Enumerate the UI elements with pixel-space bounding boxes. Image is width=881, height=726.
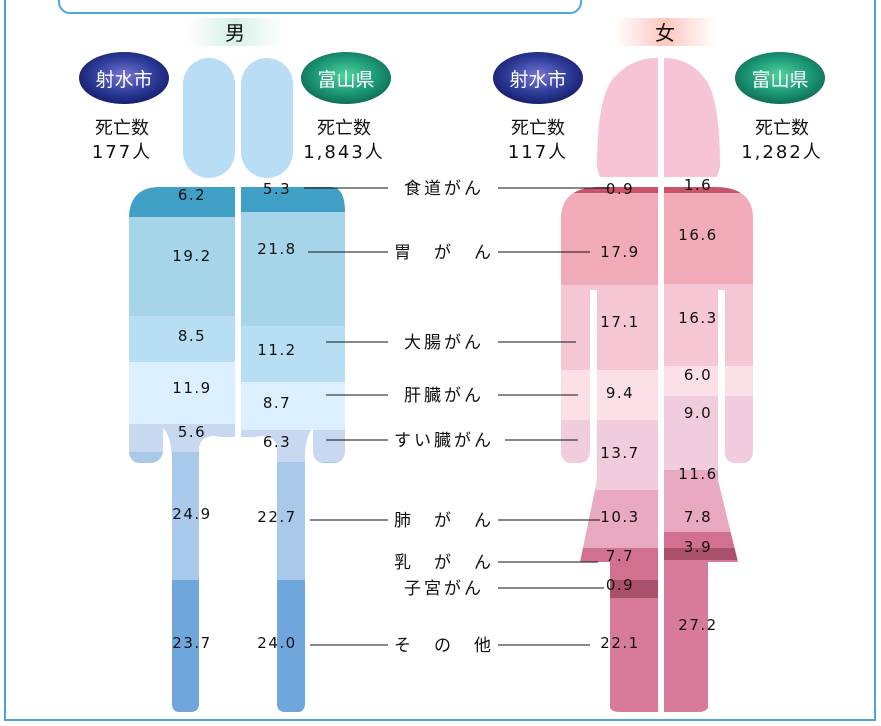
male-pref-band-2: [241, 326, 346, 382]
female-header-bg: [615, 18, 715, 46]
male-city-badge: [79, 52, 169, 104]
category-label-7: 子宮がん: [404, 579, 484, 599]
male-city-deaths-title: 死亡数: [95, 118, 149, 139]
female-pref-value-7: 3.9: [684, 538, 712, 556]
male-city-label: 射水市: [95, 69, 152, 91]
male-city-value-0: 6.2: [178, 186, 206, 204]
male-head-left: [183, 58, 235, 178]
male-pref-band-4: [241, 430, 346, 462]
female-pref-band-1: [664, 193, 753, 284]
female-pref-badge: [735, 52, 825, 104]
female-city-value-3: 9.4: [606, 384, 634, 402]
male-pref-band-1: [241, 212, 346, 326]
male-pref-value-1: 21.8: [257, 240, 296, 258]
male-pref-label: 富山県: [317, 69, 374, 91]
female-pref-band-4: [664, 396, 753, 470]
category-label-2: 大腸がん: [404, 333, 484, 353]
female-city-deaths-title: 死亡数: [511, 118, 565, 139]
male-pref-value-5: 22.7: [257, 508, 296, 526]
male-pref-band-6: [241, 580, 346, 712]
male-pref-bands: [241, 187, 346, 712]
category-label-0: 食道がん: [404, 179, 484, 199]
category-label-4: すい臓がん: [394, 431, 494, 451]
female-city-value-0: 0.9: [606, 180, 634, 198]
female-pref-band-3: [664, 366, 753, 396]
female-pref-label: 富山県: [751, 69, 808, 91]
category-label-5: 肺 が ん: [394, 511, 494, 531]
female-city-badge: [493, 52, 583, 104]
female-pref-band-8: [664, 560, 753, 712]
female-pref-band-7: [664, 548, 753, 560]
female-city-value-4: 13.7: [600, 444, 639, 462]
male-city-band-1: [129, 217, 235, 316]
female-city-band-8: [561, 598, 658, 712]
chart-frame: [4, 0, 876, 721]
female-pref-value-5: 11.6: [678, 465, 717, 483]
male-city-band-0: [129, 187, 235, 217]
female-city-deaths: 117人: [508, 142, 568, 163]
male-pref-band-5: [241, 462, 346, 580]
female-city-value-7: 0.9: [606, 576, 634, 594]
female-city-value-1: 17.9: [600, 243, 639, 261]
female-pref-band-2: [664, 284, 753, 366]
female-pref-value-8: 27.2: [678, 616, 717, 634]
female-pref-deaths: 1,282人: [741, 142, 823, 163]
female-city-band-1: [561, 193, 658, 285]
male-pref-deaths-title: 死亡数: [317, 118, 371, 139]
female-city-value-5: 10.3: [600, 508, 639, 526]
female-city-band-0: [561, 187, 658, 193]
category-label-3: 肝臓がん: [404, 386, 484, 406]
male-pref-deaths: 1,843人: [303, 142, 385, 163]
female-pref-band-6: [664, 532, 753, 548]
male-city-value-5: 24.9: [172, 505, 211, 523]
female-city-value-2: 17.1: [600, 313, 639, 331]
male-city-band-3: [129, 362, 235, 424]
female-city-band-2: [561, 285, 658, 370]
male-city-value-3: 11.9: [172, 379, 211, 397]
female-pref-value-0: 1.6: [684, 176, 712, 194]
female-pref-band-0: [664, 187, 753, 193]
female-pref-deaths-title: 死亡数: [755, 118, 809, 139]
female-pref-value-2: 16.3: [678, 309, 717, 327]
male-header: 男: [225, 21, 245, 45]
male-pref-band-0: [241, 187, 346, 212]
category-label-1: 胃 が ん: [394, 243, 494, 263]
male-pref-value-0: 5.3: [263, 180, 291, 198]
female-pref-value-4: 9.0: [684, 404, 712, 422]
female-pref-value-6: 7.8: [684, 508, 712, 526]
male-city-value-4: 5.6: [178, 423, 206, 441]
male-city-band-2: [129, 316, 235, 362]
category-label-6: 乳 が ん: [394, 553, 494, 573]
male-pref-value-6: 24.0: [257, 634, 296, 652]
male-head-right: [241, 58, 293, 178]
female-head-left: [597, 58, 658, 177]
female-head-right: [664, 58, 720, 177]
female-pref-value-1: 16.6: [678, 226, 717, 244]
male-pref-value-2: 11.2: [257, 341, 296, 359]
male-pref-badge: [301, 52, 391, 104]
male-header-bg: [185, 18, 285, 46]
female-city-value-6: 7.7: [606, 547, 634, 565]
male-city-value-2: 8.5: [178, 327, 206, 345]
female-city-value-8: 22.1: [600, 634, 639, 652]
male-city-value-1: 19.2: [172, 247, 211, 265]
male-pref-value-4: 6.3: [263, 433, 291, 451]
female-pref-value-3: 6.0: [684, 366, 712, 384]
female-header: 女: [655, 21, 675, 45]
male-pref-value-3: 8.7: [263, 394, 291, 412]
male-city-value-6: 23.7: [172, 634, 211, 652]
male-pref-band-3: [241, 382, 346, 430]
female-city-label: 射水市: [509, 69, 566, 91]
male-city-deaths: 177人: [92, 142, 152, 163]
category-label-8: そ の 他: [394, 636, 494, 656]
